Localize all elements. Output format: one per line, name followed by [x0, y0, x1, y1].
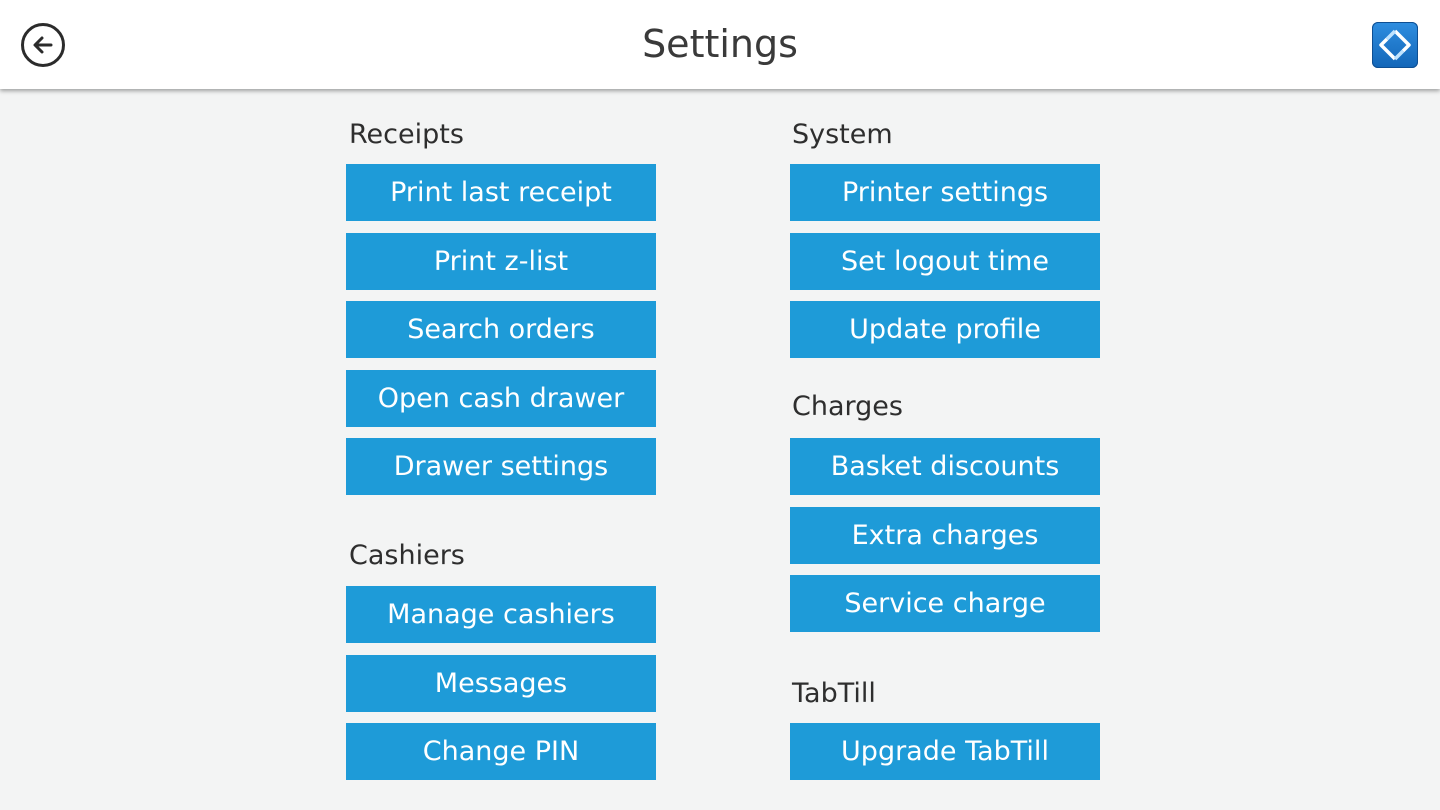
- update-profile-button[interactable]: Update profile: [790, 301, 1100, 358]
- back-button[interactable]: [21, 23, 65, 67]
- tabtill-logo-icon[interactable]: [1372, 22, 1418, 68]
- print-last-receipt-button[interactable]: Print last receipt: [346, 164, 656, 221]
- system-heading: System: [792, 119, 893, 150]
- drawer-settings-button[interactable]: Drawer settings: [346, 438, 656, 495]
- service-charge-button[interactable]: Service charge: [790, 575, 1100, 632]
- basket-discounts-button[interactable]: Basket discounts: [790, 438, 1100, 495]
- header-bar: Settings: [0, 0, 1440, 89]
- change-pin-button[interactable]: Change PIN: [346, 723, 656, 780]
- printer-settings-button[interactable]: Printer settings: [790, 164, 1100, 221]
- print-z-list-button[interactable]: Print z-list: [346, 233, 656, 290]
- receipts-heading: Receipts: [349, 119, 464, 150]
- messages-button[interactable]: Messages: [346, 655, 656, 712]
- extra-charges-button[interactable]: Extra charges: [790, 507, 1100, 564]
- set-logout-time-button[interactable]: Set logout time: [790, 233, 1100, 290]
- page-title: Settings: [642, 22, 798, 66]
- back-arrow-icon: [33, 36, 53, 54]
- cashiers-heading: Cashiers: [349, 540, 465, 571]
- charges-heading: Charges: [792, 391, 903, 422]
- open-cash-drawer-button[interactable]: Open cash drawer: [346, 370, 656, 427]
- tabtill-heading: TabTill: [792, 678, 876, 709]
- upgrade-tabtill-button[interactable]: Upgrade TabTill: [790, 723, 1100, 780]
- manage-cashiers-button[interactable]: Manage cashiers: [346, 586, 656, 643]
- search-orders-button[interactable]: Search orders: [346, 301, 656, 358]
